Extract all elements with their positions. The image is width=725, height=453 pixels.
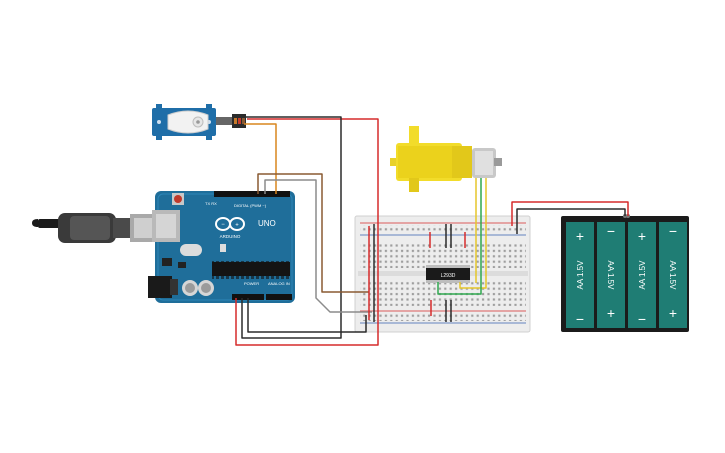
power-jack (148, 276, 172, 298)
battery-cell (659, 222, 687, 328)
svg-text:+: + (235, 223, 239, 229)
wire-servo-power[interactable] (235, 118, 379, 346)
power-label: POWER (244, 281, 259, 286)
cell-3-plus: + (638, 228, 646, 244)
battery-cell (597, 222, 625, 328)
motor-driver-chip[interactable]: L293D (426, 265, 470, 283)
atmega-chip (212, 262, 290, 276)
wire-battery-red[interactable] (511, 201, 629, 226)
cell-1-minus: − (576, 311, 584, 327)
analog-label: ANALOG IN (268, 281, 290, 286)
wire-brown[interactable] (257, 173, 369, 293)
cell-3-minus: − (638, 311, 646, 327)
arduino-board[interactable]: DIGITAL (PWM ~) TX RX − + UNO ARDUINO PO… (148, 191, 295, 303)
wire-motor-green[interactable] (437, 178, 482, 295)
cell-2-label: AA 1.5V (606, 261, 615, 291)
wire-battery-black[interactable] (516, 208, 626, 234)
chip-label: L293D (441, 273, 456, 279)
board-model: UNO (258, 219, 276, 228)
cell-2-minus: − (607, 223, 615, 239)
board-brand: ARDUINO (220, 234, 241, 239)
tx-rx-label: TX RX (205, 201, 217, 206)
wire-servo-ground[interactable] (241, 116, 342, 339)
cell-2-plus: + (607, 305, 615, 321)
cell-3-label: AA 1.5V (638, 260, 647, 290)
battery-cell (628, 222, 656, 328)
cell-4-plus: + (669, 305, 677, 321)
cell-4-label: AA 1.5V (668, 261, 677, 291)
battery-cell (566, 222, 594, 328)
wire-gray[interactable] (264, 179, 372, 313)
wires (235, 116, 629, 346)
cell-4-minus: − (669, 223, 677, 239)
crystal-oscillator (180, 244, 202, 256)
wire-ground-bb[interactable] (247, 298, 367, 333)
wire-servo-signal[interactable] (244, 123, 277, 194)
arduino-logo-icon: − + (215, 217, 245, 231)
wire-motor-yellow[interactable] (459, 178, 487, 289)
battery-icon[interactable]: AA 1.5V AA 1.5V AA 1.5V AA 1.5V + − − + … (561, 214, 689, 332)
usb-cable-icon (32, 213, 162, 243)
digital-header-label: DIGITAL (PWM ~) (234, 203, 267, 208)
dc-motor-icon[interactable] (390, 126, 502, 192)
servo-icon[interactable] (152, 104, 246, 140)
cell-1-plus: + (576, 228, 584, 244)
svg-text:−: − (221, 222, 225, 228)
cell-1-label: AA 1.5V (576, 260, 585, 290)
